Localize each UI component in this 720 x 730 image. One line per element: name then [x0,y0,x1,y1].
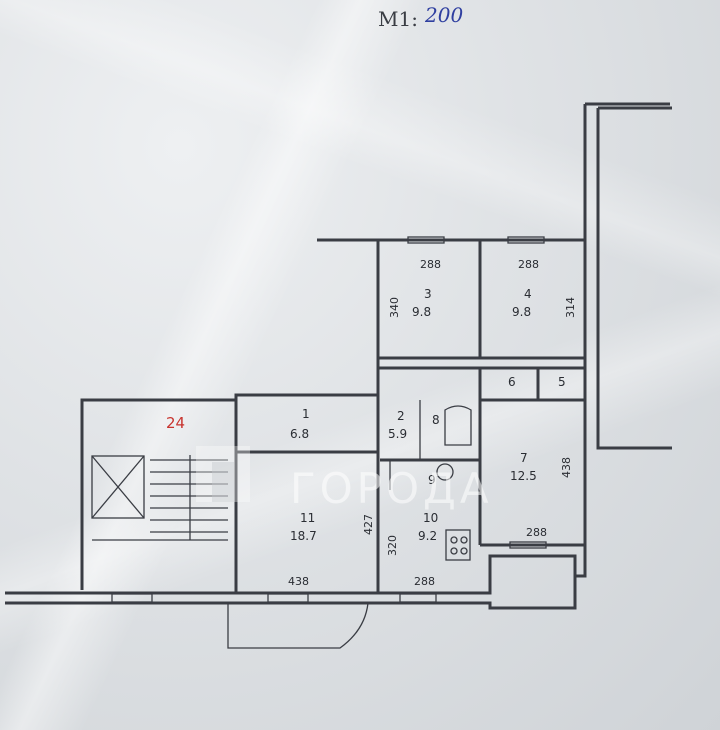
dim-top-right: 288 [518,258,539,271]
room-4-number: 4 [524,287,532,301]
dim-room7-bottom: 288 [526,526,547,539]
dim-room10-side: 320 [386,535,399,556]
stairwell [91,455,228,541]
room-9-number: 9 [428,473,436,487]
room-5-number: 5 [558,375,566,389]
room-11-area: 18.7 [290,529,317,543]
room-3-area: 9.8 [412,305,431,319]
dim-room11-side: 427 [362,514,375,535]
windows [111,236,547,603]
room-11-number: 11 [300,511,315,525]
dim-bottom-left: 438 [288,575,309,588]
apartment-number: 24 [166,414,185,432]
dim-bottom-right: 288 [414,575,435,588]
room-2-area: 5.9 [388,427,407,441]
watermark-logo [196,446,250,502]
outer-walls [5,102,672,610]
dim-room7-side: 438 [560,457,573,478]
balcony [227,602,369,649]
room-10-area: 9.2 [418,529,437,543]
room-10-number: 10 [423,511,438,525]
room-8-number: 8 [432,413,440,427]
room-3-number: 3 [424,287,432,301]
watermark-text: ГОРОДА [290,464,493,513]
room-7-area: 12.5 [510,469,537,483]
scale-prefix: M1: [378,7,418,31]
room-1-area: 6.8 [290,427,309,441]
dim-room4-side: 314 [564,297,577,318]
room-7-number: 7 [520,451,528,465]
scale-value: 200 [424,3,463,27]
bathroom-fixtures [436,405,472,561]
room-4-area: 9.8 [512,305,531,319]
dim-room3-side: 340 [388,297,401,318]
room-6-number: 6 [508,375,516,389]
room-2-number: 2 [397,409,405,423]
dim-top-left: 288 [420,258,441,271]
room-1-number: 1 [302,407,310,421]
